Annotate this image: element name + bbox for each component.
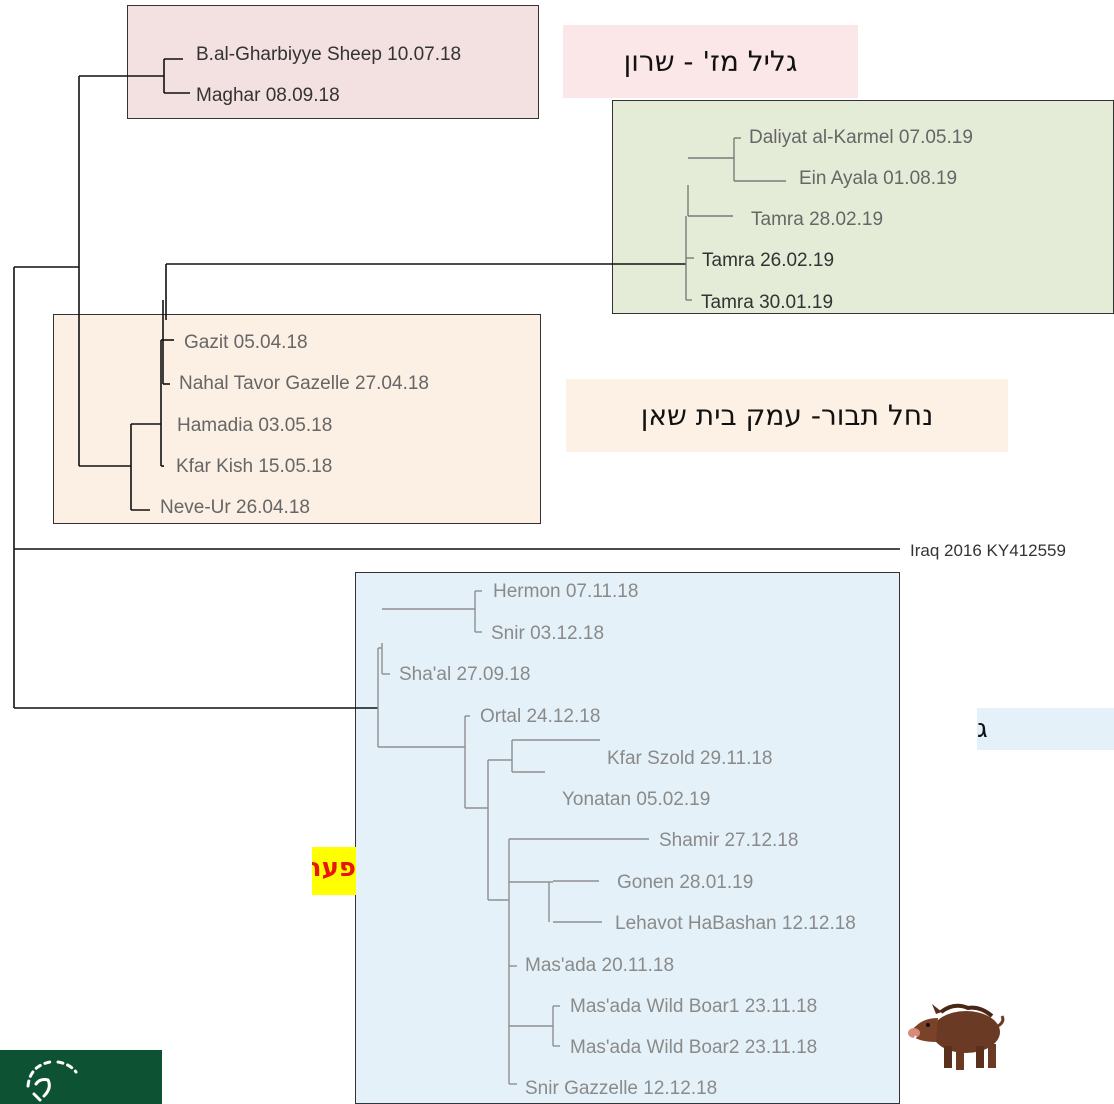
organization-logo [0, 1050, 162, 1104]
clade-box-north [612, 100, 1114, 314]
leaf-label: Shamir 27.12.18 [659, 830, 799, 851]
leaf-label: Mas'ada Wild Boar1 23.11.18 [570, 996, 818, 1017]
leaf-label: Snir 03.12.18 [491, 623, 605, 644]
leaf-label: Nahal Tavor Gazelle 27.04.18 [179, 373, 429, 394]
leaf-label: B.al-Gharbiyye Sheep 10.07.18 [196, 44, 462, 65]
leaf-label: Ortal 24.12.18 [480, 706, 601, 727]
leaf-label: Hermon 07.11.18 [493, 581, 639, 602]
leaf-label: Gonen 28.01.19 [617, 872, 754, 893]
time-gap-banner-text: פערים בזמן, בג [312, 853, 356, 883]
wild-boar-icon [908, 1003, 1005, 1070]
leaf-label: Yonatan 05.02.19 [562, 789, 711, 810]
leaf-label: Mas'ada 20.11.18 [525, 955, 675, 976]
tree-branches-golan [377, 590, 649, 1085]
clade-box-golan [355, 572, 900, 1104]
leaf-label: Kfar Szold 29.11.18 [607, 748, 773, 769]
leaf-label: Tamra 26.02.19 [702, 250, 835, 271]
region-label-tavor: נחל תבור- עמק בית שאן [566, 379, 1008, 452]
leaf-label: Mas'ada Wild Boar2 23.11.18 [570, 1037, 818, 1058]
leaf-label: Hamadia 03.05.18 [177, 415, 333, 436]
leaf-label: Gazit 05.04.18 [184, 332, 308, 353]
leaf-label: Daliyat al-Karmel 07.05.19 [749, 127, 973, 148]
leaf-label: Iraq 2016 KY412559 [910, 541, 1066, 560]
tree-branches-north [685, 137, 786, 301]
leaf-label: Neve-Ur 26.04.18 [160, 497, 310, 518]
leaf-label: Sha'al 27.09.18 [399, 664, 531, 685]
logo-emblem-icon [26, 1060, 78, 1102]
leaf-label: Tamra 30.01.19 [701, 292, 834, 313]
region-label-golan: ג [977, 708, 1114, 750]
leaf-label: Maghar 08.09.18 [196, 85, 340, 106]
leaf-label: Ein Ayala 01.08.19 [799, 168, 958, 189]
leaf-label: Snir Gazzelle 12.12.18 [525, 1078, 718, 1099]
clade-box-tavor [53, 314, 541, 524]
time-gap-banner: פערים בזמן, בג [312, 847, 356, 895]
clade-box-sharon [127, 5, 539, 119]
leaf-label: Lehavot HaBashan 12.12.18 [615, 913, 856, 934]
leaf-label: Kfar Kish 15.05.18 [176, 456, 333, 477]
leaf-label: Tamra 28.02.19 [751, 209, 884, 230]
region-label-sharon: גליל מז' - שרון [563, 25, 858, 98]
tree-branches-dark [13, 58, 900, 709]
